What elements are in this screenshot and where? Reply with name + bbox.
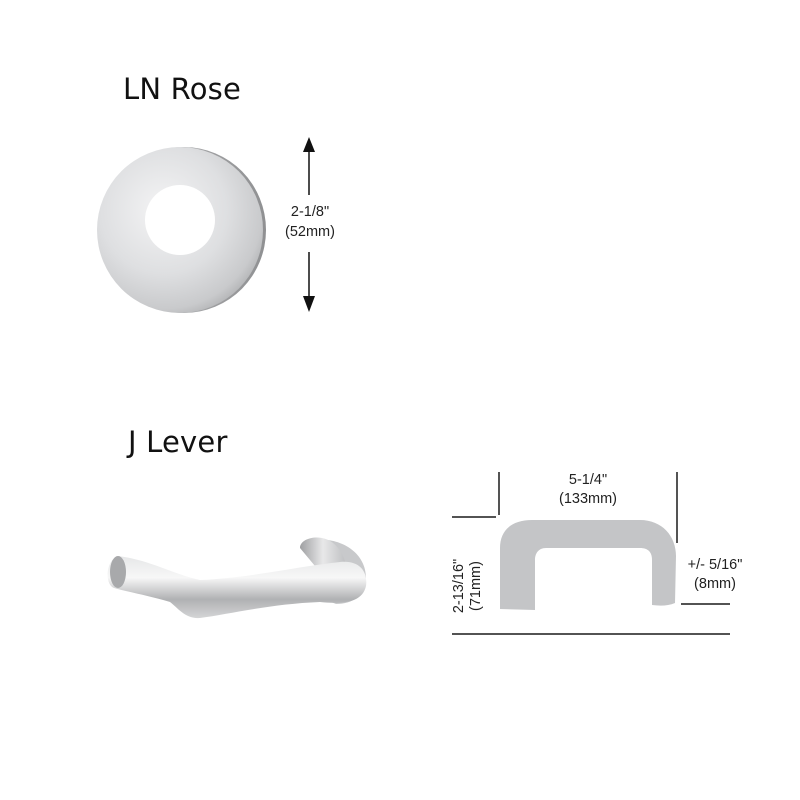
lever-projection-metric: (71mm) [468, 561, 484, 611]
lever-tolerance-imperial: +/- 5/16" [687, 557, 743, 573]
lever-dimension-lines [452, 472, 730, 635]
lever-width-metric: (133mm) [558, 491, 617, 507]
lever-image [107, 537, 367, 619]
rose-dimension-arrow [303, 137, 315, 312]
lever-title: J Lever [128, 425, 228, 459]
rose-image [97, 147, 266, 313]
rose-dimension-imperial: 2-1/8" [290, 204, 330, 220]
lever-tolerance-metric: (8mm) [694, 576, 736, 592]
rose-dimension-metric: (52mm) [285, 224, 335, 240]
lever-projection-imperial: 2-13/16" [451, 558, 467, 614]
lever-width-imperial: 5-1/4" [568, 472, 608, 488]
lever-profile-shape [500, 520, 676, 610]
lever-projection-label: 2-13/16" (71mm) [451, 536, 485, 636]
rose-title: LN Rose [123, 72, 242, 106]
